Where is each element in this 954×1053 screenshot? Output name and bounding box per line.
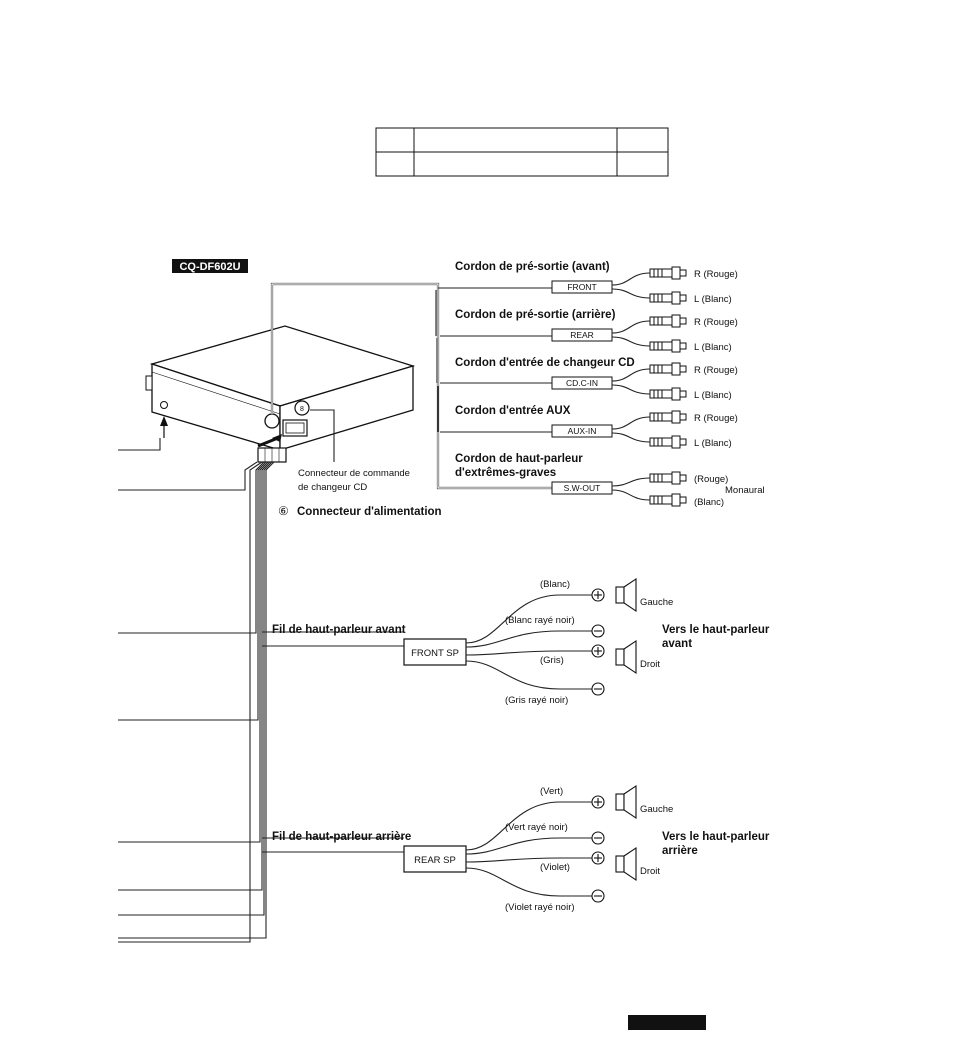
plus-terminal-icon bbox=[591, 795, 605, 809]
cd-changer-socket bbox=[294, 400, 310, 416]
rca-cord-tag: FRONT bbox=[567, 282, 596, 292]
minus-terminal-icon bbox=[591, 682, 605, 696]
speaker-right-label: Droit bbox=[640, 659, 660, 670]
rca-l-label: L (Blanc) bbox=[694, 294, 732, 305]
rca-plug-l bbox=[649, 339, 687, 353]
main-harness bbox=[118, 438, 404, 943]
speaker-destination-1: Vers le haut-parleur bbox=[662, 831, 770, 843]
speaker-title: Fil de haut-parleur arrière bbox=[272, 831, 411, 843]
speaker-right-icon bbox=[615, 846, 637, 882]
rca-trunk bbox=[270, 282, 560, 490]
wire-label-2: (Blanc rayé noir) bbox=[505, 615, 575, 626]
rca-plug-r bbox=[649, 362, 687, 376]
speaker-tag: REAR SP bbox=[414, 855, 456, 866]
wire-label-2: (Vert rayé noir) bbox=[505, 822, 568, 833]
wire-label-1: (Blanc) bbox=[540, 579, 570, 590]
subwoofer-title-2: d'extrêmes-graves bbox=[455, 467, 556, 479]
speaker-left-icon bbox=[615, 784, 637, 820]
wire-label-3: (Gris) bbox=[540, 655, 564, 666]
cord-grommet bbox=[264, 413, 280, 429]
speaker-destination-2: arrière bbox=[662, 845, 698, 857]
speaker-right-label: Droit bbox=[640, 866, 660, 877]
rca-plug-r bbox=[649, 410, 687, 424]
power-connector-num: ⑥ bbox=[278, 504, 289, 518]
rca-plug-sw-l bbox=[649, 493, 687, 507]
rca-cord-list: Cordon de pré-sortie (avant) FRONT R (Roug… bbox=[455, 261, 738, 449]
speaker-title: Fil de haut-parleur avant bbox=[272, 624, 406, 636]
wire-label-3: (Violet) bbox=[540, 862, 570, 873]
subwoofer-tag: S.W-OUT bbox=[564, 483, 601, 493]
plus-terminal-icon bbox=[591, 644, 605, 658]
speaker-tag: FRONT SP bbox=[411, 648, 459, 659]
rca-cord-tag: AUX-IN bbox=[568, 426, 597, 436]
plus-terminal-icon bbox=[591, 588, 605, 602]
rca-cord: Cordon d'entrée AUX AUX-IN R (Rouge) L (Bla… bbox=[455, 405, 738, 449]
rca-plug-l bbox=[649, 435, 687, 449]
plus-terminal-icon bbox=[591, 851, 605, 865]
cd-connector-label-2: de changeur CD bbox=[298, 482, 367, 493]
speaker-destination-2: avant bbox=[662, 638, 692, 650]
rca-l-label: L (Blanc) bbox=[694, 342, 732, 353]
rca-cord-title: Cordon de pré-sortie (arrière) bbox=[455, 309, 616, 321]
rca-l-label: L (Blanc) bbox=[694, 390, 732, 401]
subwoofer-cord: Cordon de haut-parleur d'extrêmes-graves… bbox=[455, 453, 765, 508]
rca-cord-title: Cordon d'entrée de changeur CD bbox=[455, 357, 635, 369]
cd-connector-label-1: Connecteur de commande bbox=[298, 468, 410, 479]
wire-label-1: (Vert) bbox=[540, 786, 563, 797]
rca-r-label: R (Rouge) bbox=[694, 413, 738, 424]
minus-terminal-icon bbox=[591, 889, 605, 903]
rca-cord: Cordon d'entrée de changeur CD CD.C-IN R (… bbox=[455, 357, 738, 401]
rca-r-label: R (Rouge) bbox=[694, 269, 738, 280]
model-badge: CQ-DF602U bbox=[172, 259, 248, 273]
speaker-right-icon bbox=[615, 639, 637, 675]
rca-plug-l bbox=[649, 291, 687, 305]
rca-r-label: R (Rouge) bbox=[694, 317, 738, 328]
rca-r-label: R (Rouge) bbox=[694, 365, 738, 376]
subwoofer-r-label: (Rouge) bbox=[694, 474, 728, 485]
rca-cord-title: Cordon de pré-sortie (avant) bbox=[455, 261, 610, 273]
rca-cord-title: Cordon d'entrée AUX bbox=[455, 405, 571, 417]
rca-plug-r bbox=[649, 314, 687, 328]
subwoofer-title-1: Cordon de haut-parleur bbox=[455, 453, 583, 465]
rca-plug-sw-r bbox=[649, 471, 687, 485]
power-socket bbox=[282, 419, 308, 437]
rca-cord-tag: REAR bbox=[570, 330, 594, 340]
subwoofer-l-label: (Blanc) bbox=[694, 497, 724, 508]
rca-plug-r bbox=[649, 266, 687, 280]
rca-l-label: L (Blanc) bbox=[694, 438, 732, 449]
rca-plug-l bbox=[649, 387, 687, 401]
rca-cord: Cordon de pré-sortie (arrière) REAR R (Rou… bbox=[455, 309, 738, 353]
power-connector-label: Connecteur d'alimentation bbox=[297, 506, 442, 518]
model-badge-text: CQ-DF602U bbox=[179, 261, 240, 273]
svg-text:8: 8 bbox=[300, 406, 304, 413]
rca-cord-tag: CD.C-IN bbox=[566, 378, 598, 388]
header-table bbox=[375, 127, 669, 177]
speaker-destination-1: Vers le haut-parleur bbox=[662, 624, 770, 636]
wire-label-4: (Gris rayé noir) bbox=[505, 695, 568, 706]
subwoofer-mono-label: Monaural bbox=[725, 485, 765, 496]
wire-label-4: (Violet rayé noir) bbox=[505, 902, 575, 913]
minus-terminal-icon bbox=[591, 624, 605, 638]
speaker-left-icon bbox=[615, 577, 637, 613]
minus-terminal-icon bbox=[591, 831, 605, 845]
head-unit: 8 bbox=[145, 325, 416, 451]
speaker-left-label: Gauche bbox=[640, 597, 673, 608]
power-plug bbox=[257, 447, 287, 463]
rca-cord: Cordon de pré-sortie (avant) FRONT R (Roug… bbox=[455, 261, 738, 305]
speaker-left-label: Gauche bbox=[640, 804, 673, 815]
page-label-bar bbox=[628, 1015, 706, 1030]
